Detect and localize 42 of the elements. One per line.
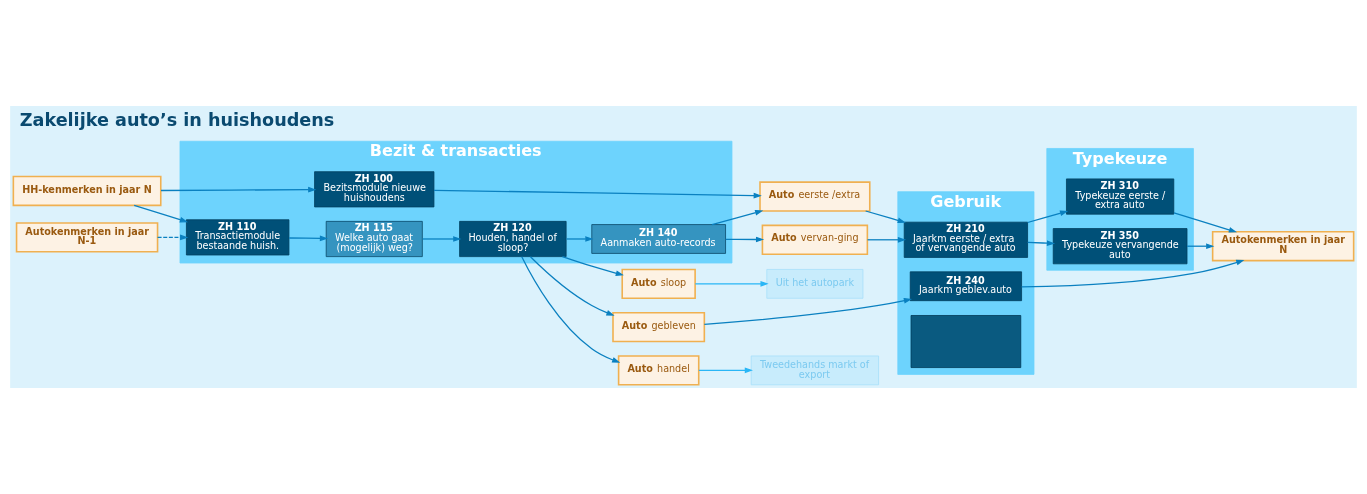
arrow	[865, 210, 906, 224]
node-box: Autokenmerken in jaar N-1	[15, 222, 159, 253]
arrow	[156, 234, 189, 241]
arrow	[1027, 210, 1069, 224]
arrow	[703, 298, 913, 325]
arrow	[529, 256, 615, 316]
node-box: ZH 310 Typekeuze eerste / extra auto	[1066, 178, 1175, 215]
arrow	[698, 367, 753, 374]
node-box: Auto gebleven	[612, 311, 706, 343]
node-box: ZH 350 Typekeuze vervangende auto	[1052, 228, 1188, 265]
arrow	[565, 236, 594, 242]
node-box: ZH 210 Jaarkm eerste / extra of vervangende auto	[903, 221, 1028, 258]
arrow	[1173, 212, 1238, 233]
arrow	[1021, 259, 1245, 288]
arrow	[866, 236, 907, 243]
node-box: ZH 240 Jaarkm geblev.auto	[909, 271, 1022, 302]
node-box: ZH 120 Houden, handel of sloop?	[459, 220, 567, 257]
arrow	[160, 186, 317, 193]
node-box: Auto handel	[617, 355, 700, 386]
arrow	[694, 281, 769, 287]
node-box	[910, 315, 1022, 368]
node-box: ZH 100 Bezitsmodule nieuwe huishoudens	[314, 171, 435, 208]
node-box: HH-kenmerken in jaar N	[12, 175, 162, 207]
node-box: Auto sloop	[621, 268, 696, 300]
arrow	[433, 189, 762, 199]
arrow	[725, 236, 765, 243]
node-box: ZH 110 Transactiemodule bestaande huish.	[186, 219, 290, 256]
arrow	[521, 256, 621, 363]
node-box: ZH 115 Welke auto gaat (mogelijk) weg?	[325, 220, 423, 257]
arrow	[1027, 240, 1056, 247]
node-box: Auto vervan-ging	[761, 224, 869, 255]
node-box: Auto eerste /extra	[759, 181, 871, 212]
node-box: ZH 140 Aanmaken auto-records	[591, 224, 726, 254]
arrow	[561, 256, 624, 276]
arrow	[288, 235, 329, 242]
node-box: Autokenmerken in jaar N	[1211, 231, 1355, 262]
diagram-title: Zakelijke auto’s in huishoudens	[19, 109, 335, 130]
arrow	[1186, 243, 1215, 250]
node-box: Tweedehands markt of export	[750, 355, 879, 386]
arrow	[711, 209, 764, 226]
node-box: Uit het autopark	[766, 269, 864, 299]
arrow	[421, 236, 462, 242]
